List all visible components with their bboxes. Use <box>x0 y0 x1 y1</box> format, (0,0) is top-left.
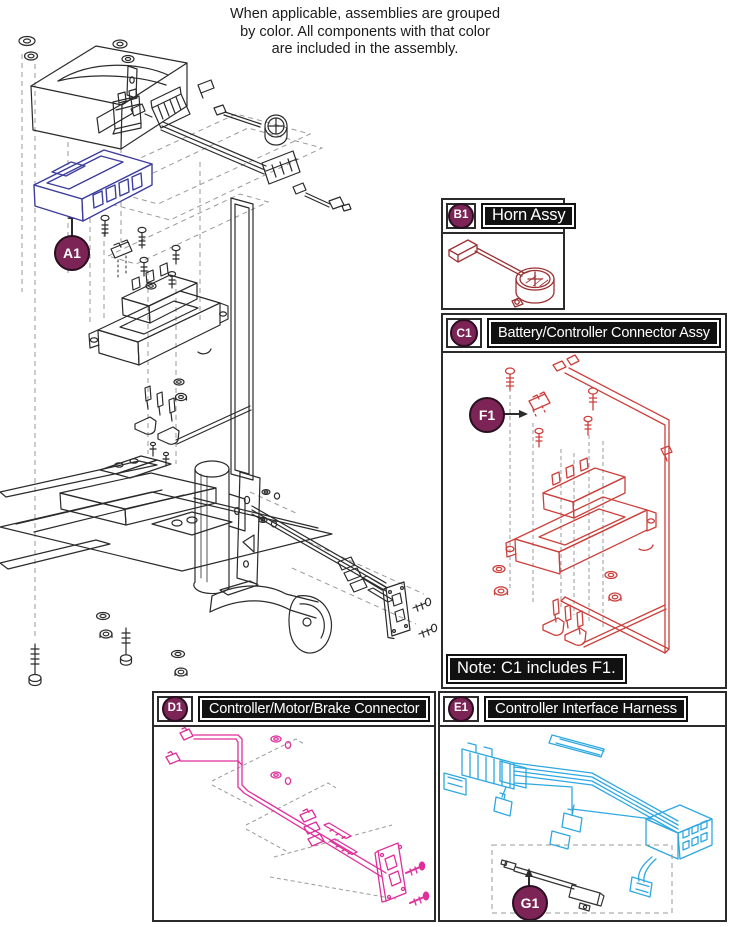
interface-harness-title: Controller Interface Harness <box>484 696 688 722</box>
horn-assy-header: B1 Horn Assy <box>443 200 577 234</box>
horn-assy-badge-cell: B1 <box>446 203 476 229</box>
callout-g1: G1 <box>512 885 548 920</box>
note-line-3: are included in the assembly. <box>271 41 459 58</box>
battery-connector-title: Battery/Controller Connector Assy <box>487 318 721 348</box>
note-line-1: When applicable, assemblies are grouped <box>229 6 501 22</box>
battery-connector-badge-cell: C1 <box>446 318 482 348</box>
main-exploded-diagram <box>0 35 438 687</box>
motor-connector-badge-cell: D1 <box>157 696 193 722</box>
interface-harness-panel: E1 Controller Interface Harness <box>438 691 727 922</box>
battery-connector-header: C1 Battery/Controller Connector Assy <box>443 315 725 353</box>
callout-e1: E1 <box>448 696 474 722</box>
callout-f1: F1 <box>469 397 505 433</box>
callout-c1: C1 <box>450 319 478 347</box>
motor-connector-title: Controller/Motor/Brake Connector <box>198 696 431 722</box>
callout-a1: A1 <box>54 235 90 271</box>
interface-harness-badge-cell: E1 <box>443 696 479 722</box>
motor-connector-header: D1 Controller/Motor/Brake Connector <box>154 693 434 727</box>
horn-drawing <box>448 239 555 308</box>
motor-connector-drawing <box>165 727 430 906</box>
horn-assy-title: Horn Assy <box>481 203 577 229</box>
interface-harness-drawing <box>443 734 713 914</box>
c1-note: Note: C1 includes F1. <box>446 654 627 684</box>
callout-b1: B1 <box>448 203 474 229</box>
note-line-2: by color. All components with that color <box>240 23 490 40</box>
horn-assy-panel: B1 Horn Assy <box>441 198 577 310</box>
color-grouping-note: When applicable, assemblies are grouped … <box>140 6 590 59</box>
callout-d1: D1 <box>162 696 188 722</box>
battery-connector-drawing <box>492 354 673 683</box>
controller-a1-drawing <box>33 149 153 222</box>
motor-connector-panel: D1 Controller/Motor/Brake Connector <box>152 691 436 922</box>
battery-connector-panel: C1 Battery/Controller Connector Assy <box>441 313 727 689</box>
interface-harness-header: E1 Controller Interface Harness <box>440 693 725 727</box>
